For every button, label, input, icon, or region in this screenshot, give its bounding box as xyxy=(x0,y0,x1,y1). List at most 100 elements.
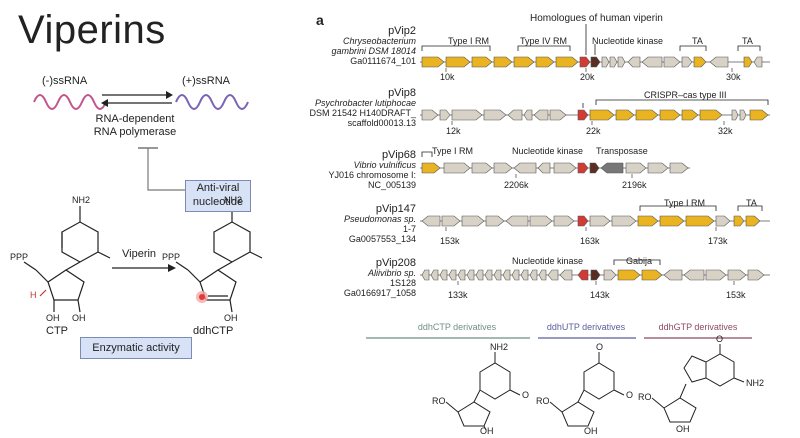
viperin-gene xyxy=(577,162,589,174)
tick-pvip8-32k: 32k xyxy=(718,126,733,136)
gene-arrow xyxy=(727,269,747,281)
ctp-nh2: NH2 xyxy=(72,195,91,205)
gene-arrow xyxy=(747,269,765,281)
gene-arrow xyxy=(601,56,610,68)
gene-arrow xyxy=(505,215,529,227)
locus-desc-3: Ga0111674_101 xyxy=(350,56,416,66)
ctpd-nh2: NH2 xyxy=(490,342,509,352)
ctpd-oh: OH xyxy=(480,426,494,436)
gene-arrow xyxy=(457,269,466,281)
gene-arrow xyxy=(471,162,493,174)
gene-arrow xyxy=(421,215,441,227)
gene-arrow xyxy=(663,56,681,68)
gene-arrow xyxy=(475,269,484,281)
locus-desc-1: Psychrobacter lutiphocae xyxy=(314,98,416,108)
viperin-gene xyxy=(579,56,591,68)
gene-arrow xyxy=(733,215,745,227)
gene-arrow xyxy=(663,269,683,281)
viperin-arrow-label: Viperin xyxy=(122,248,157,260)
gene-arrow xyxy=(641,56,663,68)
annot-pvip2-ta2: TA xyxy=(742,36,753,46)
utpd-o: O xyxy=(596,342,604,352)
tick-pvip208-133k: 133k xyxy=(448,290,468,300)
locus-pvip68-label: pVip68 Vibrio vulnificus YJ016 chromosom… xyxy=(306,149,416,191)
gene-arrow xyxy=(493,269,502,281)
gene-arrow xyxy=(441,215,461,227)
gene-arrow xyxy=(617,56,626,68)
gene-arrow xyxy=(421,162,441,174)
gene-arrow xyxy=(627,56,641,68)
ddhgtp-derivative-structure xyxy=(651,344,745,423)
gene-arrow xyxy=(529,215,553,227)
gene-arrow xyxy=(641,269,663,281)
gtpd-nh2: NH2 xyxy=(746,378,765,388)
viperin-gene xyxy=(577,269,589,281)
gtpd-oh: OH xyxy=(676,424,690,434)
gene-arrow xyxy=(511,269,520,281)
gene-arrow xyxy=(749,109,769,121)
gene-arrow xyxy=(537,162,551,174)
gene-arrow xyxy=(603,269,617,281)
gene-arrow xyxy=(555,56,579,68)
gene-arrow xyxy=(513,162,537,174)
gtpd-o: O xyxy=(716,334,724,344)
ctp-h-label: H xyxy=(30,290,37,300)
locus-desc-2: DSM 21542 H140DRAFT_ xyxy=(309,108,416,118)
gene-arrow xyxy=(709,56,729,68)
gene-arrow xyxy=(589,109,615,121)
ctpd-o: O xyxy=(522,390,530,400)
annot-pvip147-ta: TA xyxy=(746,198,757,208)
annotation-bracket xyxy=(595,99,769,105)
gene-arrow xyxy=(553,215,575,227)
ddhctp-oh: OH xyxy=(224,313,238,323)
nucleotide-kinase-gene xyxy=(590,269,601,281)
gene-arrow xyxy=(471,56,493,68)
nucleotide-kinase-gene xyxy=(590,56,601,68)
ddhutp-derivatives-label: ddhUTP derivatives xyxy=(546,322,626,332)
gene-arrow xyxy=(553,162,577,174)
gene-arrow xyxy=(617,269,641,281)
annot-pvip2-nuckinase: Nucleotide kinase xyxy=(592,36,664,46)
gene-arrow xyxy=(635,109,659,121)
tick-pvip8-12k: 12k xyxy=(446,126,461,136)
ddhctp-ppp: PPP xyxy=(162,252,181,262)
gene-arrow xyxy=(538,269,547,281)
enzymatic-activity-label: Enzymatic activity xyxy=(92,342,180,354)
locus-pvip147-label: pVip147 Pseudomonas sp. 1-7 Ga0057553_13… xyxy=(306,204,416,245)
annotation-bracket xyxy=(613,259,661,265)
ctp-oh-1: OH xyxy=(46,313,60,323)
viperin-gene xyxy=(577,109,589,121)
locus-desc-2: 1S128 xyxy=(389,278,416,288)
tick-pvip147-153k: 153k xyxy=(440,236,460,246)
polymerase-label-1: RNA-dependent xyxy=(95,113,175,125)
annotation-bracket xyxy=(737,205,763,211)
gene-arrow xyxy=(549,109,567,121)
gene-arrow xyxy=(533,109,549,121)
annotation-bracket xyxy=(737,45,761,51)
ddhctp-derivative-structure xyxy=(445,352,521,431)
gene-arrow xyxy=(715,215,731,227)
tick-pvip68-2196k: 2196k xyxy=(622,180,647,190)
locus-desc-2: gambrini DSM 18014 xyxy=(331,46,416,56)
gene-arrow xyxy=(625,162,647,174)
left-diagram-graphics xyxy=(23,91,263,313)
gene-arrow xyxy=(611,215,637,227)
tick-pvip2-30k: 30k xyxy=(726,72,741,82)
gene-arrow xyxy=(461,215,485,227)
locus-desc-1: Pseudomonas sp. xyxy=(343,214,416,224)
ctp-ppp: PPP xyxy=(10,252,29,262)
locus-desc-1: Vibrio vulnificus xyxy=(353,160,416,170)
transposase-gene xyxy=(600,162,624,174)
tick-pvip68-2206k: 2206k xyxy=(504,180,529,190)
annotation-bracket xyxy=(421,45,491,51)
locus-desc-1: Aliivibrio sp. xyxy=(367,268,416,278)
gene-arrow xyxy=(421,109,439,121)
gene-arrow xyxy=(493,162,513,174)
ctpd-ro: RO xyxy=(432,396,446,406)
gene-arrow xyxy=(529,269,538,281)
utpd-ro: RO xyxy=(536,396,550,406)
locus-name: pVip68 xyxy=(381,149,416,161)
gene-arrow xyxy=(439,109,451,121)
